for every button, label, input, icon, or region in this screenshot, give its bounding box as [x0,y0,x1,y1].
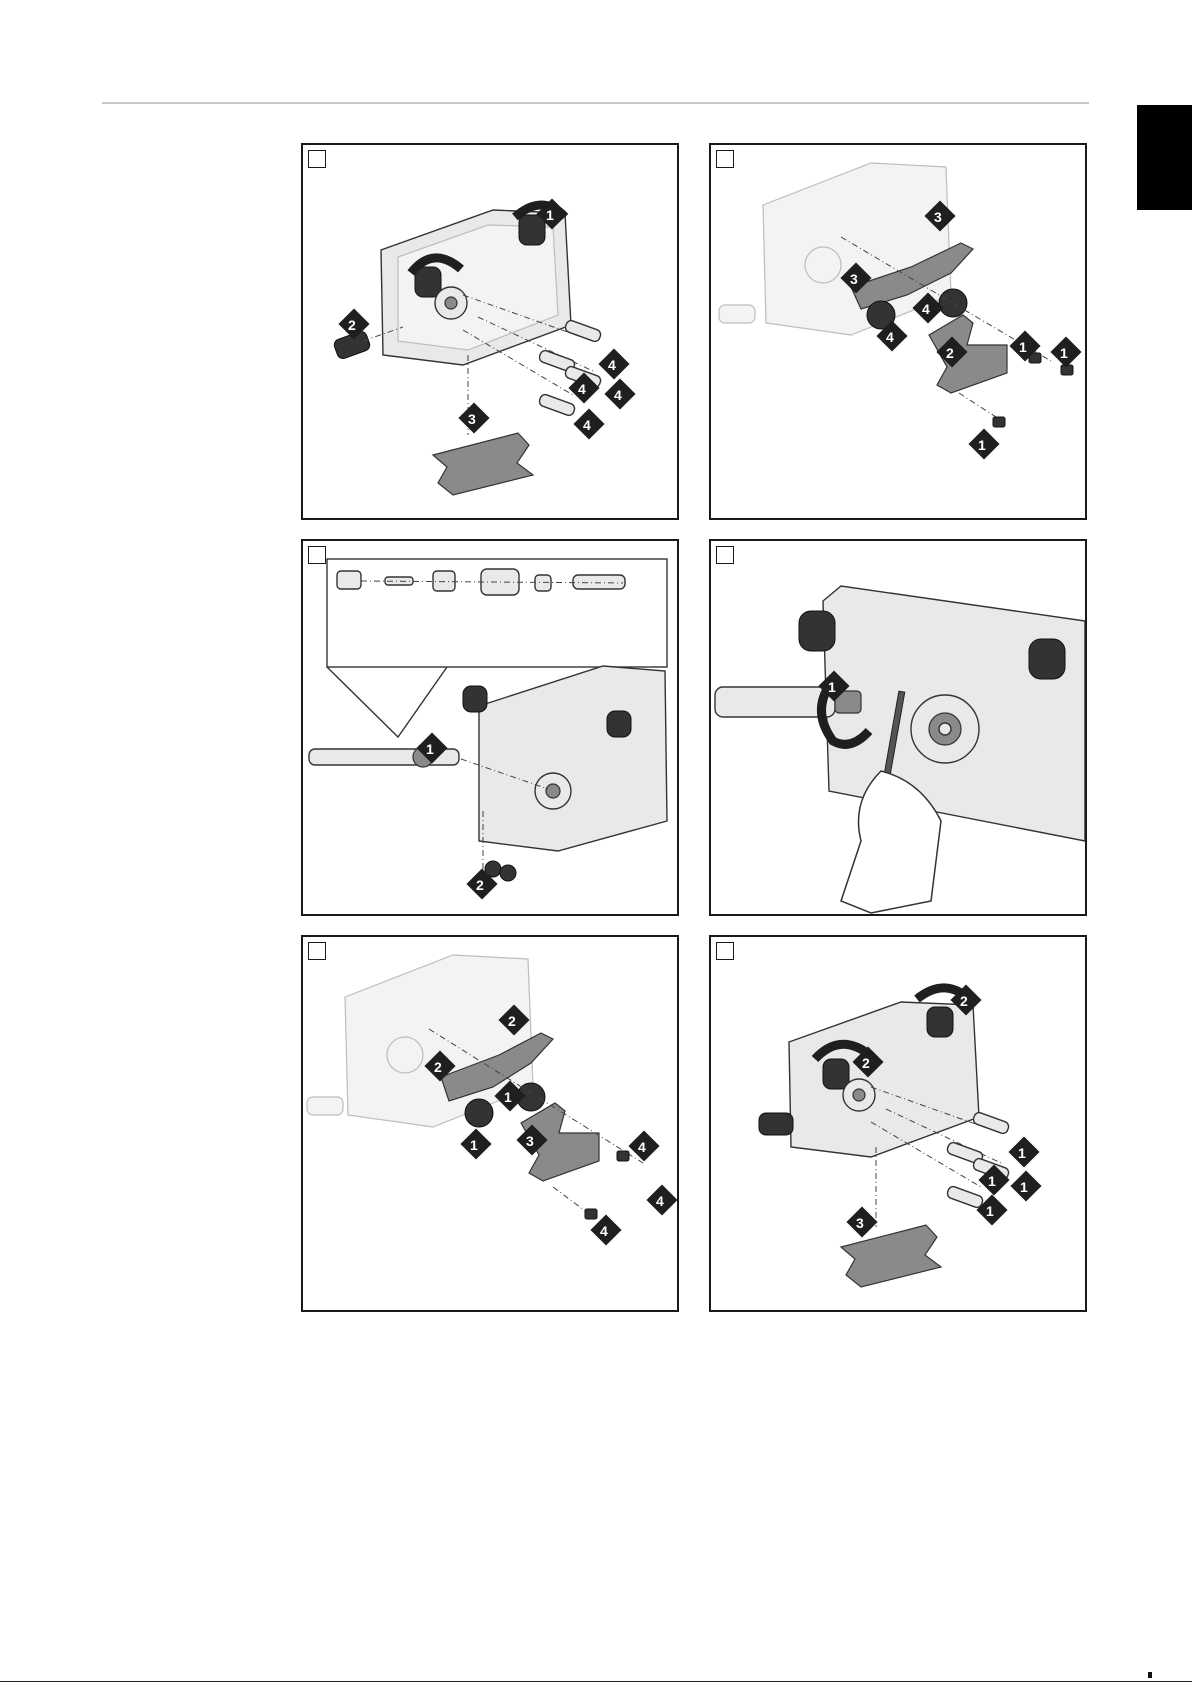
svg-text:3: 3 [850,271,858,287]
illustration-tighten-connector-nut: 1 [711,541,1085,914]
svg-text:4: 4 [608,357,616,373]
callout-4d: 4 [573,408,604,439]
svg-text:1: 1 [988,1173,996,1189]
svg-text:3: 3 [526,1133,534,1149]
svg-text:1: 1 [978,437,986,453]
figure-panel-5: 1 1 2 2 3 4 4 4 [301,935,679,1312]
svg-text:1: 1 [828,679,836,695]
svg-text:1: 1 [1018,1145,1026,1161]
svg-text:4: 4 [656,1193,664,1209]
svg-text:2: 2 [862,1055,870,1071]
svg-text:2: 2 [946,345,954,361]
step-marker-box [716,546,734,564]
callout-4c: 4 [604,378,635,409]
callout-1b: 1 [1050,336,1081,367]
svg-text:4: 4 [922,301,930,317]
svg-text:1: 1 [470,1137,478,1153]
svg-text:1: 1 [546,207,554,223]
svg-text:2: 2 [508,1013,516,1029]
svg-text:1: 1 [1060,345,1068,361]
svg-text:4: 4 [583,417,591,433]
svg-text:4: 4 [578,381,586,397]
svg-text:2: 2 [434,1059,442,1075]
svg-text:4: 4 [886,329,894,345]
svg-text:3: 3 [856,1215,864,1231]
svg-text:1: 1 [1019,339,1027,355]
callout-4a: 4 [598,348,629,379]
svg-text:1: 1 [426,741,434,757]
svg-text:4: 4 [614,387,622,403]
callout-3: 3 [458,402,489,433]
callout-4b: 4 [646,1184,677,1215]
svg-text:1: 1 [986,1203,994,1219]
footer-mark [1148,1672,1152,1678]
svg-text:1: 1 [504,1089,512,1105]
svg-text:1: 1 [1020,1179,1028,1195]
illustration-remove-pressure-levers: 1 1 1 2 3 3 4 4 [711,145,1085,518]
callout-1a: 1 [460,1128,491,1159]
svg-text:2: 2 [348,317,356,333]
illustration-insert-central-connector: 1 2 [303,541,677,914]
header-rule [102,102,1089,104]
svg-text:2: 2 [960,993,968,1009]
step-marker-box [308,546,326,564]
figure-panel-2: 1 1 1 2 3 3 4 4 [709,143,1087,520]
svg-text:3: 3 [468,411,476,427]
figure-panel-1: 1 2 3 4 4 4 4 [301,143,679,520]
step-marker-box [308,942,326,960]
svg-text:4: 4 [638,1139,646,1155]
step-marker-box [716,942,734,960]
illustration-mount-drive-rolls: 1 1 2 2 3 4 4 4 [303,937,677,1310]
callout-3: 3 [846,1206,877,1237]
section-thumb-tab [1137,105,1192,210]
callout-4a: 4 [628,1130,659,1161]
footer-rule [0,1681,1192,1682]
figure-panel-4: 1 [709,539,1087,916]
figure-panel-3: 1 2 [301,539,679,916]
step-marker-box [308,150,326,168]
figure-panel-6: 1 1 1 1 2 2 3 [709,935,1087,1312]
callout-1c: 1 [1010,1170,1041,1201]
callout-1a: 1 [1008,1136,1039,1167]
callout-1c: 1 [968,428,999,459]
svg-text:3: 3 [934,209,942,225]
illustration-close-pressure-levers: 1 1 1 1 2 2 3 [711,937,1085,1310]
svg-text:4: 4 [600,1223,608,1239]
illustration-remove-drive-rolls: 1 2 3 4 4 4 4 [303,145,677,518]
step-marker-box [716,150,734,168]
svg-text:2: 2 [476,877,484,893]
